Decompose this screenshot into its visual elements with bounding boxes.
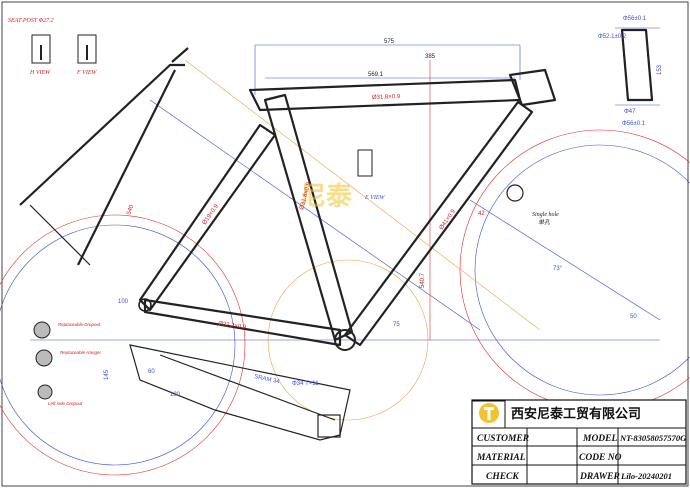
seat-post-label: SEAT POST Φ27.2 xyxy=(8,18,54,24)
dropout-part xyxy=(37,384,53,400)
dim-540: 540 xyxy=(126,204,135,216)
dim-540-7: 540.7 xyxy=(420,272,426,288)
dim-385: 385 xyxy=(425,54,436,60)
sram-label: SRAM 34 xyxy=(254,374,281,385)
hanger-part-1 xyxy=(33,321,51,339)
dim-60: 60 xyxy=(148,369,155,375)
dim-180: 180 xyxy=(170,392,181,398)
dim-50: 50 xyxy=(630,314,637,320)
construction-line xyxy=(184,59,541,331)
f-view-part xyxy=(77,34,97,64)
material-label: MATERIAL xyxy=(476,453,526,463)
chainstay-detail-line xyxy=(159,354,336,421)
dropout-label: Left side Dropout xyxy=(48,401,83,406)
h-view-part xyxy=(31,34,51,64)
hanger-part-2 xyxy=(35,349,53,367)
construction-line xyxy=(469,199,661,321)
dim-575: 575 xyxy=(384,39,395,45)
chainstay-detail xyxy=(129,344,351,441)
dim-75: 75 xyxy=(393,322,400,328)
inset-dim-mid: Φ52.1±0.2 xyxy=(598,34,627,40)
dim-73: 73° xyxy=(553,266,563,272)
head-tube xyxy=(508,68,557,107)
front-wheel-circle xyxy=(459,129,690,411)
f-view-label: F VIEW xyxy=(76,70,97,76)
e-view-label: E VIEW xyxy=(364,195,385,201)
company-name: 西安尼泰工贸有限公司 xyxy=(511,406,641,421)
company-logo-t-stem xyxy=(487,409,491,420)
inset-dim-top: Φ56±0.1 xyxy=(623,16,647,22)
down-tube xyxy=(343,100,534,347)
construction-line xyxy=(149,99,481,331)
dim-145: 145 xyxy=(104,369,110,380)
inset-dim-bottom: Φ56±0.1 xyxy=(622,121,646,127)
inset-dim-47: Φ47 xyxy=(624,109,636,115)
hanger-1-label: Replaceable Dropout xyxy=(58,322,101,327)
model-value: NT-83058057570G xyxy=(619,433,687,443)
rear-wheel-circle xyxy=(0,214,246,476)
drawer-label: DRAWER xyxy=(579,472,620,482)
top-tube-label: Ø31.8×0.9 xyxy=(372,94,401,101)
customer-label: CUSTOMER xyxy=(477,434,529,444)
code-label: CODE NO xyxy=(579,453,622,463)
watermark-logo: 尼泰 xyxy=(300,181,353,211)
title-block: 西安尼泰工贸有限公司 CUSTOMER MATERIAL CHECK MODEL… xyxy=(471,399,687,485)
h-view-label: H VIEW xyxy=(29,70,51,76)
seat-stay-drop xyxy=(29,204,91,266)
chain-stay-label: Ø22.2×0.9 xyxy=(218,321,247,331)
title-block-frame xyxy=(471,399,687,485)
bb-label: Φ34 T×11 xyxy=(292,381,319,387)
seat-stay-main xyxy=(138,123,277,312)
single-hole-detail xyxy=(506,184,524,202)
single-hole-label: Single hole xyxy=(532,212,559,218)
dim-569: 569.1 xyxy=(368,72,384,78)
bb-shell-detail xyxy=(317,414,341,438)
head-tube-inset xyxy=(620,28,654,102)
model-label: MODEL xyxy=(582,434,618,444)
dim-42: 42 xyxy=(478,211,485,217)
single-hole-cn-label: 单孔 xyxy=(538,218,551,226)
seat-tube xyxy=(263,93,354,342)
chain-stay xyxy=(143,298,342,347)
check-label: CHECK xyxy=(486,472,519,482)
front-wheel-inner-circle xyxy=(474,144,690,396)
inset-dim-height: 153 xyxy=(657,64,663,75)
company-logo-t-bar xyxy=(484,407,494,410)
seat-stay-right xyxy=(77,69,176,266)
dim-100: 100 xyxy=(118,299,129,305)
drawer-value: Lilo-20240201 xyxy=(620,471,672,481)
rear-wheel-inner-circle xyxy=(0,224,236,466)
down-tube-label: Ø41×0.9 xyxy=(439,208,458,231)
seat-stay-bridge xyxy=(171,47,189,63)
e-view-part xyxy=(357,149,373,177)
bottom-bracket xyxy=(334,329,356,351)
hanger-2-label: Replaceable Hanger xyxy=(60,350,102,355)
seat-stay-left xyxy=(19,63,185,206)
rear-dropout-axle xyxy=(138,298,152,312)
